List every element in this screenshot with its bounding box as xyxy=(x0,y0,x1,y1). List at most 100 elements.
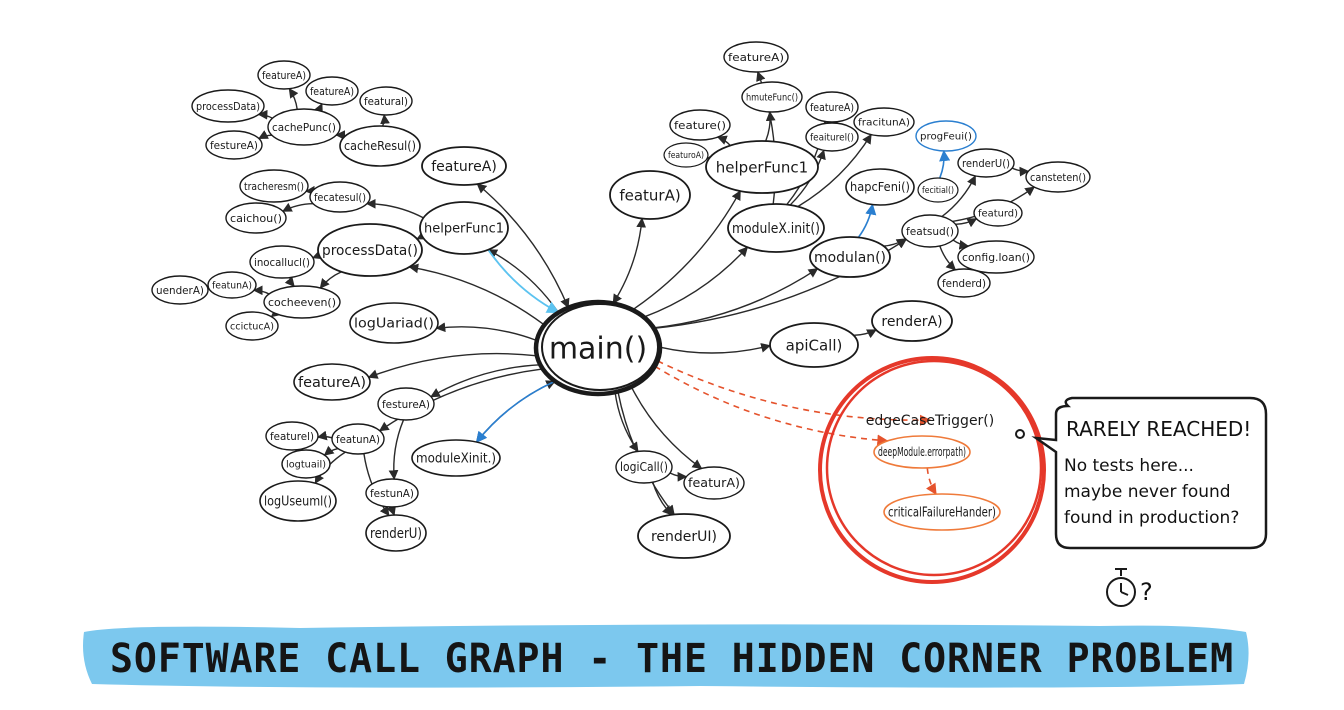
function-node[interactable]: moduleX.init() xyxy=(727,203,825,253)
function-node[interactable]: renderU() xyxy=(957,148,1015,178)
function-node[interactable]: helperFunc1 xyxy=(419,201,509,255)
function-node[interactable]: festunA) xyxy=(365,478,419,508)
node-label: helperFunc1 xyxy=(424,222,504,237)
function-node[interactable]: cacheResul() xyxy=(339,125,421,167)
function-node[interactable]: featureA) xyxy=(421,146,507,186)
function-node[interactable]: fenderd) xyxy=(937,268,991,298)
function-node[interactable]: deepModule.errorpath) xyxy=(873,435,971,469)
node-outline xyxy=(411,439,501,477)
node-outline xyxy=(609,170,691,220)
function-node[interactable]: renderU) xyxy=(365,514,427,552)
function-node[interactable]: featunA) xyxy=(207,271,257,299)
function-node[interactable]: hmuteFunc() xyxy=(741,81,803,113)
node-label: ccictucA) xyxy=(230,322,274,333)
function-node[interactable]: tracheresm() xyxy=(239,169,309,203)
call-edge xyxy=(653,268,819,329)
function-node[interactable]: modulan() xyxy=(809,236,891,278)
node-outline xyxy=(663,142,709,168)
stopwatch-icon: ? xyxy=(1106,568,1153,607)
function-node[interactable]: featureA) xyxy=(805,91,859,123)
function-node[interactable]: festureA) xyxy=(377,387,435,421)
function-node[interactable]: hapcFeni() xyxy=(845,168,915,206)
function-node[interactable]: featureA) xyxy=(305,76,359,106)
node-outline xyxy=(727,203,825,253)
node-outline xyxy=(1025,161,1091,193)
node-label: featurel) xyxy=(270,430,314,443)
function-node[interactable]: feature() xyxy=(669,109,731,141)
function-node[interactable]: logiCall() xyxy=(615,450,673,484)
node-label: cocheeven() xyxy=(268,296,336,309)
function-node[interactable]: helperFunc1 xyxy=(705,140,819,194)
callout-line-3: found in production? xyxy=(1064,508,1239,528)
function-node[interactable]: ccictucA) xyxy=(225,311,279,341)
function-node[interactable]: config.loan() xyxy=(957,240,1035,274)
node-label: featsud() xyxy=(906,225,954,238)
function-node[interactable]: renderA) xyxy=(871,300,953,342)
function-node[interactable]: criticalFailureHander) xyxy=(883,493,1001,531)
function-node[interactable]: featurd) xyxy=(973,199,1023,227)
function-node[interactable]: featureA) xyxy=(723,41,789,73)
node-label: fecitial() xyxy=(922,186,954,196)
function-node[interactable]: caichou() xyxy=(225,202,287,234)
function-node[interactable]: renderUI) xyxy=(637,513,731,559)
function-node[interactable]: logtuail) xyxy=(281,449,331,479)
function-node[interactable]: logUariad() xyxy=(349,302,439,344)
function-node[interactable]: cocheeven() xyxy=(263,285,341,319)
function-node[interactable]: festureA) xyxy=(205,130,263,160)
node-outline xyxy=(263,285,341,319)
function-node[interactable]: feaiturel() xyxy=(805,122,859,152)
node-label: moduleXinit.) xyxy=(416,452,496,467)
function-node[interactable]: featurA) xyxy=(683,466,745,500)
node-label: featunA) xyxy=(212,281,252,292)
function-node[interactable]: featurA) xyxy=(609,170,691,220)
function-node[interactable]: featurel) xyxy=(265,421,319,451)
call-edge xyxy=(386,505,396,516)
node-outline xyxy=(349,302,439,344)
function-node[interactable]: logUseuml() xyxy=(259,480,337,522)
node-label: featural) xyxy=(364,95,408,108)
main-node[interactable]: main() xyxy=(533,299,663,397)
function-node[interactable]: cansteten() xyxy=(1025,161,1091,193)
function-node[interactable]: featuroA) xyxy=(663,142,709,168)
node-outline xyxy=(365,514,427,552)
node-outline xyxy=(317,223,423,277)
function-node[interactable]: featural) xyxy=(359,86,413,116)
function-node[interactable]: fecitial() xyxy=(917,177,959,203)
function-node[interactable]: inocallucl() xyxy=(249,245,315,279)
hidden-corner-highlight xyxy=(818,356,1046,584)
function-node[interactable]: uenderA) xyxy=(151,275,209,305)
call-edge xyxy=(288,87,299,110)
node-outline xyxy=(937,268,991,298)
node-outline xyxy=(901,214,959,248)
call-edge xyxy=(952,239,970,250)
function-node[interactable]: processData) xyxy=(191,89,265,123)
function-node[interactable]: processData() xyxy=(317,223,423,277)
node-outline xyxy=(225,311,279,341)
call-edge xyxy=(612,217,647,305)
node-label: featureA) xyxy=(431,159,497,175)
node-label: fracitunA) xyxy=(858,118,910,129)
node-label: fecatesul() xyxy=(314,191,366,204)
call-edge xyxy=(632,190,741,311)
function-node[interactable]: featureA) xyxy=(293,363,371,401)
node-label: featuroA) xyxy=(668,151,704,161)
node-label: feature() xyxy=(674,119,726,132)
timer-question-mark: ? xyxy=(1140,578,1153,606)
function-node[interactable]: featureA) xyxy=(257,60,311,90)
function-node[interactable]: fracitunA) xyxy=(853,107,915,137)
call-edge xyxy=(643,246,749,318)
function-node[interactable]: moduleXinit.) xyxy=(411,439,501,477)
function-node[interactable]: fecatesul() xyxy=(309,181,371,213)
function-node[interactable]: edgeCaseTrigger() xyxy=(866,413,994,429)
call-edge xyxy=(475,380,557,443)
node-outline xyxy=(267,108,341,146)
call-edge xyxy=(284,276,295,288)
node-outline xyxy=(359,86,413,116)
function-node[interactable]: featsud() xyxy=(901,214,959,248)
function-node[interactable]: progFeui() xyxy=(915,120,977,152)
function-node[interactable]: cachePunc() xyxy=(267,108,341,146)
node-label: featurA) xyxy=(688,476,740,490)
function-node[interactable]: apiCall) xyxy=(769,322,859,368)
function-node[interactable]: featunA) xyxy=(331,423,385,455)
